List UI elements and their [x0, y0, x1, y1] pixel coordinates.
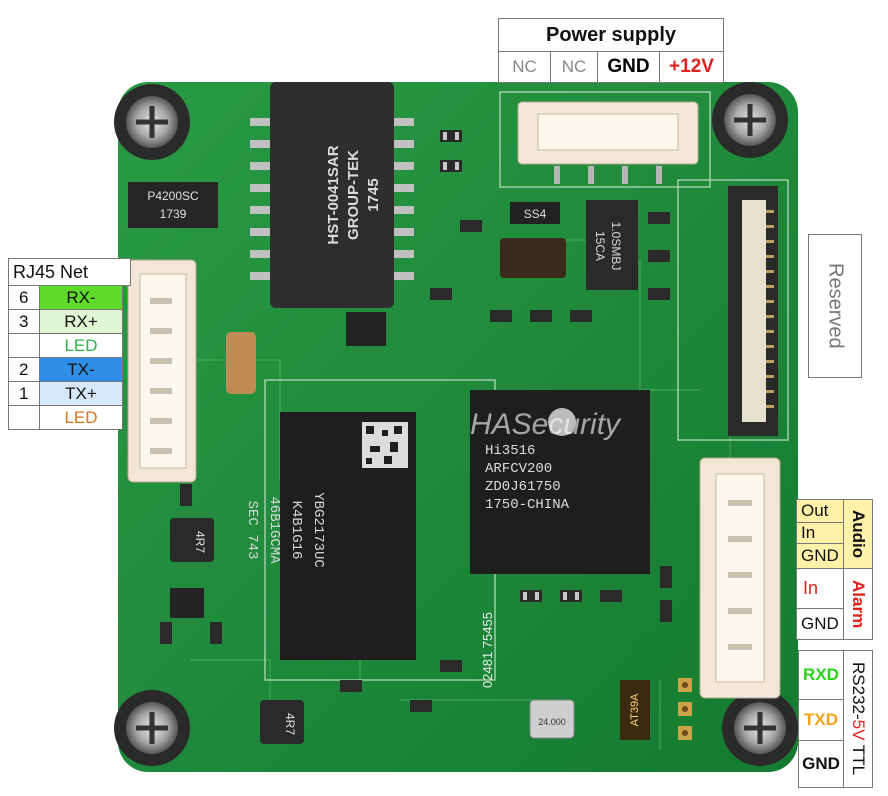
tx-transformer-line: 1745	[365, 178, 382, 211]
tvs-diode	[586, 200, 638, 290]
rs232-title-cell: RS232-5V TTL	[843, 650, 873, 788]
screw-bottom-left	[114, 690, 190, 766]
rj45-pin-label: TX+	[39, 381, 123, 406]
soc-chip	[470, 390, 650, 574]
tx-ram-line: SEC 743	[244, 501, 260, 560]
fpc-reserved-connector	[728, 186, 778, 436]
power-pin-2: NC	[550, 51, 598, 83]
rj45-pin-number: 3	[8, 309, 40, 334]
rj45-pin-number: 2	[8, 357, 40, 382]
tx-transformer-line: HST-0041SAR	[325, 145, 342, 244]
rj45-pin-label: TX-	[39, 357, 123, 382]
passive-components	[160, 130, 672, 712]
screw-top-left	[114, 84, 190, 160]
rj45-pin-label: RX-	[39, 285, 123, 310]
rs232-txd-label: TXD	[804, 710, 838, 729]
alarm-gnd-label: GND	[801, 614, 839, 633]
ss4-diode	[510, 202, 560, 224]
rj45-header-connector	[127, 259, 197, 483]
inductor-2-marking: 4R7	[283, 713, 297, 735]
watermark-text: HASecurity	[470, 408, 621, 441]
audio-in: In	[796, 522, 844, 544]
rs232-title-5v: 5V	[849, 720, 868, 741]
rs232-rxd-label: RXD	[803, 665, 839, 684]
electrolytic-capacitor	[500, 238, 566, 278]
crystal-marking: 24.000	[538, 717, 566, 727]
rs232-txd: TXD	[798, 699, 844, 741]
board-serial: 02481 75455	[480, 612, 495, 688]
alarm-in: In	[796, 568, 844, 609]
rs232-title-ttl: TTL	[849, 740, 868, 776]
power-pin-4-label: +12V	[669, 56, 714, 77]
small-ic	[346, 312, 386, 346]
ss4-marking: SS4	[524, 207, 547, 221]
ceramic-capacitor	[226, 332, 256, 394]
tx-diode-line: P4200SC	[147, 189, 199, 203]
power-pin-4: +12V	[659, 51, 724, 83]
power-pin-1: NC	[498, 51, 551, 83]
mosfet-chip	[170, 588, 204, 618]
diode-package	[128, 182, 218, 228]
tx-tvs-line: 15CA	[593, 231, 607, 261]
rs232-title-prefix: RS232-	[849, 662, 868, 721]
tx-soc-line: ZD0J61750	[485, 479, 561, 495]
rs232-rxd: RXD	[798, 650, 844, 700]
power-connector-body	[517, 101, 699, 184]
rj45-pin-label: LED	[39, 333, 123, 358]
tx-ram-line: 46B1GCMA	[266, 496, 282, 564]
power-pin-1-label: NC	[512, 57, 537, 76]
rs232-title: RS232-5V TTL	[848, 662, 868, 775]
tvs-marking: 1.0SMBJ15CA	[593, 222, 623, 271]
alarm-in-label: In	[803, 578, 819, 598]
rj45-title: RJ45 Net	[8, 258, 131, 286]
inductor-1	[170, 518, 214, 562]
power-pin-3: GND	[597, 51, 660, 83]
serial-pads	[678, 678, 692, 740]
rj45-pin-number: 1	[8, 381, 40, 406]
tx-soc-line: 1750-CHINA	[485, 497, 570, 513]
diode-marking: P4200SC 1739	[147, 189, 199, 221]
rj45-pin-number	[8, 405, 40, 430]
crystal	[529, 699, 575, 739]
audio-out: Out	[796, 499, 844, 523]
network-transformer-chip	[250, 82, 414, 308]
reserved-text: Reserved	[824, 263, 847, 349]
audio-title-cell: Audio	[843, 499, 873, 569]
tx-transformer-line: GROUP-TEK	[345, 150, 362, 240]
tx-soc-line: ARFCV200	[485, 461, 552, 477]
inductor-2	[260, 700, 304, 744]
audio-alarm-connector	[699, 457, 781, 699]
rj45-pin-number	[8, 333, 40, 358]
alarm-title: Alarm	[849, 579, 868, 629]
inductor-1-marking: 4R7	[193, 531, 207, 553]
rj45-pin-number: 6	[8, 285, 40, 310]
screw-bottom-right	[722, 690, 798, 766]
rs232-gnd: GND	[798, 740, 844, 788]
tx-ram-line: YBG2173UC	[310, 492, 326, 568]
at-chip	[620, 680, 650, 740]
alarm-gnd: GND	[796, 608, 844, 640]
power-pin-2-label: NC	[561, 57, 587, 76]
rs232-gnd-label: GND	[802, 754, 840, 773]
at-marking: AT39A	[629, 693, 641, 726]
tx-soc-line: Hi3516	[485, 443, 535, 459]
audio-title: Audio	[849, 509, 868, 559]
tx-tvs-line: 1.0SMBJ	[609, 222, 623, 271]
screw-top-right	[712, 82, 788, 158]
rj45-pin-label: LED	[39, 405, 123, 430]
passive-component-caps	[443, 132, 579, 600]
tx-diode-line: 1739	[160, 207, 187, 221]
tx-ram-line: K4B1G16	[288, 501, 304, 560]
rj45-pin-label: RX+	[39, 309, 123, 334]
alarm-title-cell: Alarm	[843, 568, 873, 640]
ram-marking: YBG2173UC K4B1G16 46B1GCMA SEC 743	[244, 492, 326, 568]
power-supply-title: Power supply	[498, 18, 724, 52]
ram-chip	[280, 412, 416, 660]
audio-gnd: GND	[796, 543, 844, 569]
power-pin-3-label: GND	[607, 56, 650, 77]
reserved-label: Reserved	[808, 234, 862, 378]
